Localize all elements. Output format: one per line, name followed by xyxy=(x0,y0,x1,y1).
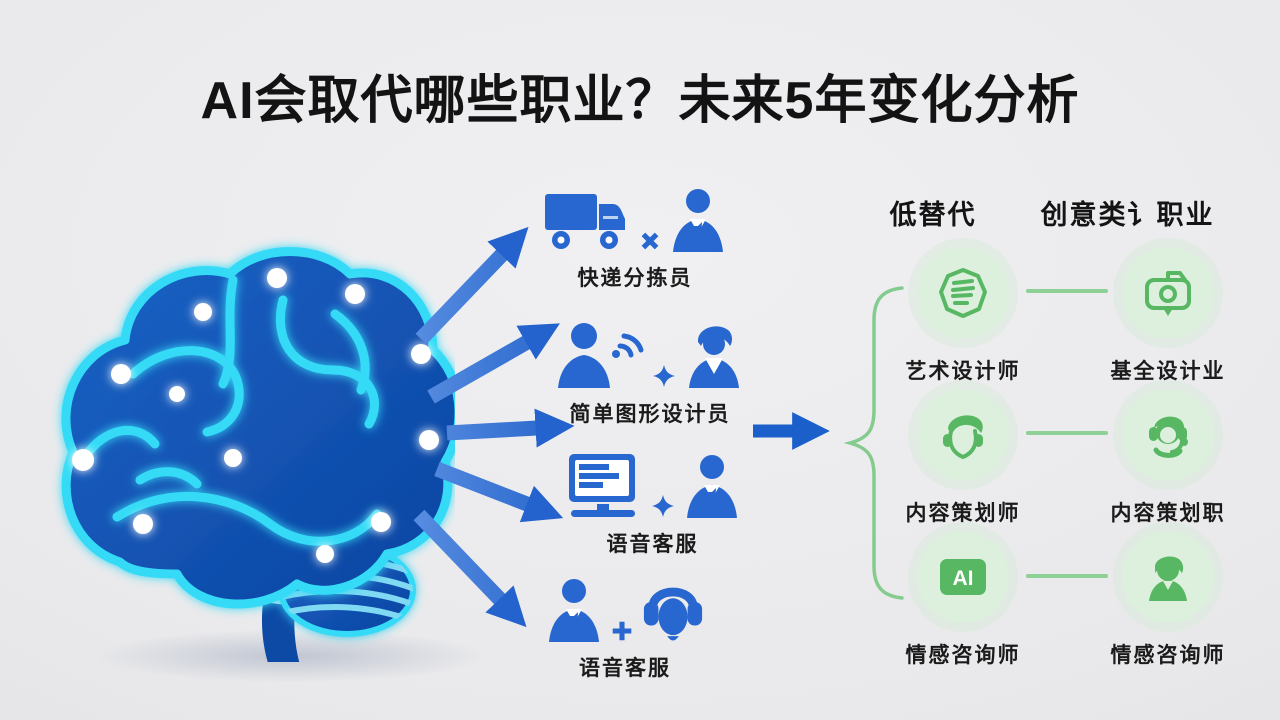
main-flow-arrow xyxy=(753,412,830,450)
replaced-job-item: 语音客服 xyxy=(560,452,745,558)
creative-job-item: 内容策划职 xyxy=(1083,389,1253,527)
person-avatar-icon xyxy=(1149,556,1187,601)
replaced-job-item: 快递分拣员 xyxy=(545,188,725,292)
low-replacement-item: AI 情感咨询师 xyxy=(878,531,1048,669)
sparkle-plus-icon xyxy=(652,364,676,388)
ai-chip-icon: AI xyxy=(940,559,986,595)
ai-brain-illustration xyxy=(61,247,455,662)
curly-brace xyxy=(843,286,904,600)
job-label: 语音客服 xyxy=(579,657,671,680)
monitor-icon xyxy=(568,454,635,517)
creative-job-item: 情感咨询师 xyxy=(1083,531,1253,669)
support-agent-icon xyxy=(1149,416,1188,458)
job-label: 艺术设计师 xyxy=(905,360,1021,383)
businessman-icon xyxy=(549,579,599,642)
person-icon xyxy=(689,326,739,388)
job-label: 语音客服 xyxy=(606,533,699,556)
headset-icon xyxy=(643,587,703,641)
job-label: 情感咨询师 xyxy=(1110,644,1226,667)
person-broadcast-icon xyxy=(558,323,644,388)
plus-icon xyxy=(612,621,632,641)
job-label: 快递分拣员 xyxy=(577,267,693,290)
column-header-low-replacement: 低替代 xyxy=(889,200,977,230)
job-label: 基全设计业 xyxy=(1110,360,1226,383)
replaced-job-item: 语音客服 xyxy=(535,574,715,682)
truck-icon xyxy=(545,194,625,249)
job-label: 内容策划师 xyxy=(905,502,1021,525)
row-connector-line xyxy=(1026,431,1108,435)
face-headphones-icon xyxy=(943,415,983,460)
job-label: 简单图形设计员 xyxy=(569,403,731,426)
arrow-to-job-2 xyxy=(427,323,560,404)
column-header-creative-jobs: 创意类讠职业 xyxy=(1040,200,1215,230)
plus-icon xyxy=(641,232,659,250)
arrow-to-job-4 xyxy=(434,462,564,523)
job-label: 情感咨询师 xyxy=(905,644,1021,667)
sparkle-plus-icon xyxy=(651,494,674,518)
page-title: AI会取代哪些职业？未来5年变化分析 xyxy=(200,72,1080,130)
row-connector-line xyxy=(1026,574,1108,578)
low-replacement-item: 艺术设计师 xyxy=(878,247,1048,385)
creative-job-item: 基全设计业 xyxy=(1083,247,1253,385)
arrow-to-job-5 xyxy=(413,509,527,628)
job-label: 内容策划职 xyxy=(1110,502,1226,525)
badge-document-icon xyxy=(939,268,987,318)
replaced-job-item: 简单图形设计员 xyxy=(555,316,745,428)
ai-chip-text: AI xyxy=(953,567,974,590)
low-replacement-item: 内容策划师 xyxy=(878,389,1048,527)
businessman-icon xyxy=(673,189,723,252)
arrow-to-job-1 xyxy=(415,226,529,345)
arrow-to-job-3 xyxy=(446,408,575,448)
businessman-icon xyxy=(686,455,737,518)
row-connector-line xyxy=(1026,289,1108,293)
camera-bubble-icon xyxy=(1145,271,1191,316)
fan-arrows xyxy=(413,226,575,628)
